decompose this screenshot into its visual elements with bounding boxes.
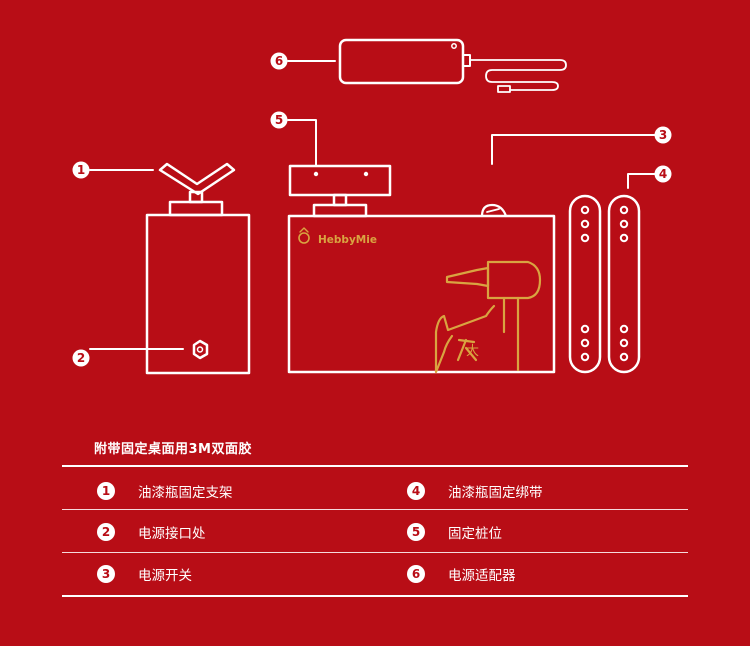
legend-number-badge: 3 xyxy=(97,565,115,583)
power-adapter xyxy=(338,38,567,93)
brand-logo-text: HebbyMie xyxy=(318,234,377,246)
legend-number-badge: 1 xyxy=(97,482,115,500)
divider xyxy=(62,595,688,597)
divider xyxy=(62,465,688,467)
callout-2 xyxy=(72,349,90,367)
mascot-text: 大 xyxy=(466,344,479,359)
legend-item: 2 电源接口处 xyxy=(97,521,206,543)
callout-4-text: 4 xyxy=(659,167,667,181)
legend-label: 油漆瓶固定绑带 xyxy=(448,485,543,501)
legend-label: 油漆瓶固定支架 xyxy=(138,485,233,501)
legend-label: 电源开关 xyxy=(138,568,192,584)
divider xyxy=(62,552,688,553)
callout-badges: 6 5 3 4 1 2 xyxy=(72,52,672,367)
legend-label: 电源接口处 xyxy=(138,526,206,542)
legend-item: 6 电源适配器 xyxy=(407,563,516,585)
mascot-illustration xyxy=(434,260,542,374)
main-box-unit: HebbyMie xyxy=(287,164,556,374)
legend-number-badge: 2 xyxy=(97,523,115,541)
legend-item: 4 油漆瓶固定绑带 xyxy=(407,480,543,502)
legend-number-badge: 6 xyxy=(407,565,425,583)
callout-6 xyxy=(270,52,288,70)
legend-item: 1 油漆瓶固定支架 xyxy=(97,480,233,502)
legend-item: 3 电源开关 xyxy=(97,563,192,585)
callout-1 xyxy=(72,161,90,179)
callout-5 xyxy=(270,111,288,129)
legend-item: 5 固定桩位 xyxy=(407,521,502,543)
callout-6-text: 6 xyxy=(275,54,283,68)
legend-number-badge: 4 xyxy=(407,482,425,500)
product-diagram: HebbyMie 6 5 3 4 1 2 大 xyxy=(72,38,672,375)
legend-label: 电源适配器 xyxy=(448,568,516,584)
callout-3-text: 3 xyxy=(659,128,667,142)
mounting-note: 附带固定桌面用3M双面胶 xyxy=(94,442,252,457)
callout-2-text: 2 xyxy=(77,351,85,365)
callout-leaders xyxy=(89,60,656,350)
divider xyxy=(62,509,688,510)
callout-3 xyxy=(654,126,672,144)
legend-label: 固定桩位 xyxy=(448,526,502,542)
bottle-holder-unit xyxy=(145,162,251,375)
bottle-straps xyxy=(568,194,641,374)
callout-4 xyxy=(654,165,672,183)
callout-5-text: 5 xyxy=(275,113,283,127)
legend-number-badge: 5 xyxy=(407,523,425,541)
callout-1-text: 1 xyxy=(77,163,85,177)
